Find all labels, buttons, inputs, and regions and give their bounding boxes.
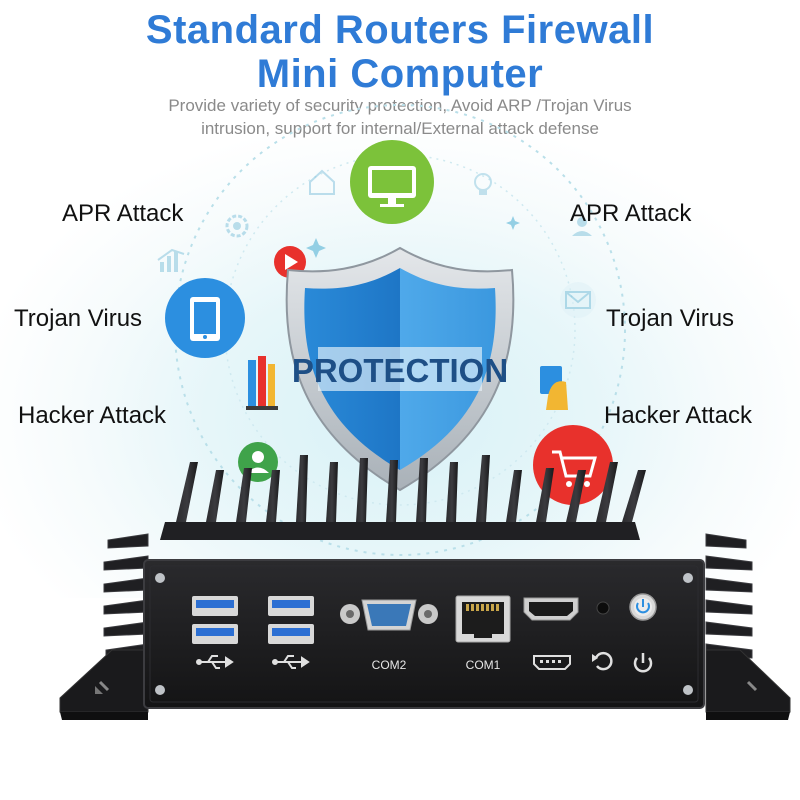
hdmi-port [523,597,579,621]
threat-label-left-trojan: Trojan Virus [14,305,143,332]
threat-label-left-apr: APR Attack [62,200,184,227]
usb-port-2 [192,624,238,644]
usb-symbol-icon [196,655,234,669]
mounting-bracket-right [705,649,791,720]
sparkle-icon [306,216,520,258]
reset-icon [592,651,613,671]
people-icon [572,217,592,236]
id-card-icon [540,366,568,410]
threat-label-right-apr: APR Attack [570,200,692,227]
threat-label-right-hacker: Hacker Attack [604,402,753,429]
com2-label: COM2 [372,658,407,672]
tablet-icon [165,278,245,358]
com1-label: COM1 [466,658,501,672]
house-icon [309,169,335,195]
mail-icon [560,282,596,318]
bulb-icon [474,173,492,195]
monitor-icon [350,140,434,224]
gear-icon [225,214,249,238]
com2-serial-port [340,599,438,631]
headline-line-2: Mini Computer [256,52,544,96]
status-led [596,601,610,615]
hdmi-icon [533,655,571,670]
com1-rj45-port [455,595,511,643]
usb-port-4 [268,624,314,644]
usb-port-3 [268,596,314,616]
usb-port-1 [192,596,238,616]
orbit-ring [174,104,626,556]
shield-icon: PROTECTION [285,246,515,492]
usb-symbol-icon [272,655,310,669]
headline-line-1: Standard Routers Firewall [145,8,655,52]
threat-label-right-trojan: Trojan Virus [606,305,735,332]
subtitle-line-1: Provide variety of security protection, … [168,96,632,115]
books-icon [246,356,278,410]
chart-icon [157,248,185,272]
mounting-bracket-left [59,649,149,720]
mini-pc-chassis [59,455,791,720]
shield-label: PROTECTION [292,352,508,389]
subtitle-line-2: intrusion, support for internal/External… [201,119,599,138]
power-button [629,593,657,621]
power-icon [633,653,653,673]
threat-label-left-hacker: Hacker Attack [18,402,167,429]
screws [155,573,693,695]
